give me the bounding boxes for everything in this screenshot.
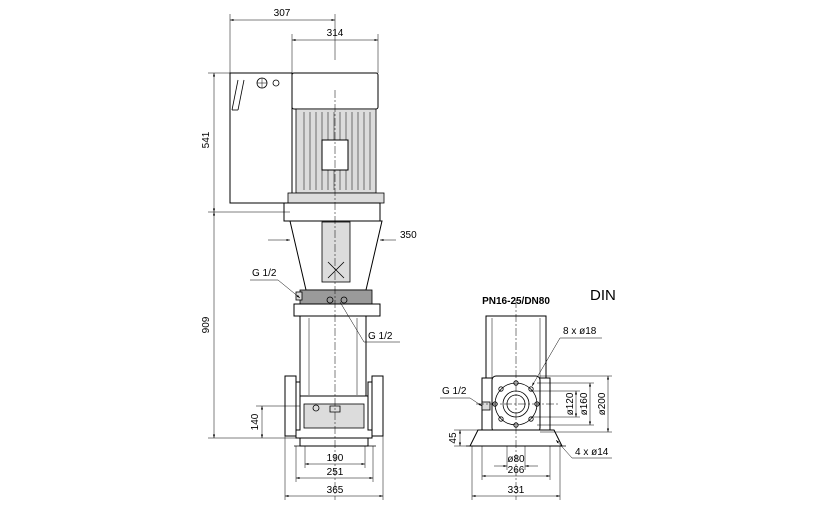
dim-251: 251 — [327, 467, 344, 478]
coupling-flange — [283, 202, 381, 222]
dim-541: 541 — [201, 131, 212, 148]
callout-g-half-left: G 1/2 — [252, 268, 277, 279]
dim-140: 140 — [250, 413, 261, 430]
drain-plug-icon — [312, 404, 320, 412]
callout-g-half-right: G 1/2 — [368, 331, 393, 342]
outer-sleeve — [299, 315, 367, 397]
coupling-guard — [321, 221, 351, 283]
callout-base-holes: 4 x ø14 — [575, 447, 609, 458]
front-view-dimensions — [208, 14, 400, 500]
base-plate — [299, 437, 369, 447]
dim-dia-160: ø160 — [579, 392, 590, 415]
cooling-fins — [303, 112, 371, 190]
callout-g-half-side: G 1/2 — [442, 386, 467, 397]
dim-307: 307 — [274, 8, 291, 19]
dim-365: 365 — [327, 485, 344, 496]
outlet-flange — [371, 375, 384, 437]
brand-logo-icon — [327, 261, 345, 279]
motor-flange — [287, 192, 385, 204]
dim-909: 909 — [201, 316, 212, 333]
dim-dia-120: ø120 — [565, 392, 576, 415]
side-plug-icon — [481, 401, 491, 411]
dim-190: 190 — [327, 453, 344, 464]
dim-350: 350 — [400, 230, 417, 241]
pump-sleeve — [284, 303, 384, 447]
motor-assembly — [229, 72, 385, 204]
pump-head — [283, 202, 383, 305]
side-view-dimensions — [440, 337, 612, 500]
callout-bolt-holes: 8 x ø18 — [563, 326, 597, 337]
dim-314: 314 — [327, 28, 344, 39]
dim-331: 331 — [508, 485, 525, 496]
terminal-box — [229, 72, 293, 204]
vent-plug-icon — [326, 296, 334, 304]
dim-dia-200: ø200 — [597, 392, 608, 415]
standard-label: DIN — [590, 287, 616, 304]
pump-head-block — [299, 289, 373, 305]
dim-266: 266 — [508, 465, 525, 476]
dim-45: 45 — [448, 432, 459, 444]
dim-dia-80: ø80 — [507, 454, 525, 465]
flange-spec: PN16-25/DN80 — [482, 296, 550, 307]
